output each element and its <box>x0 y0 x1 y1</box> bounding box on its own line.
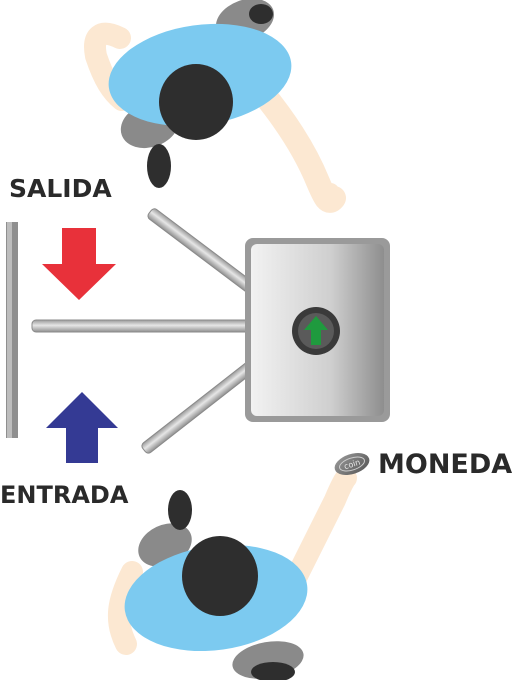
turnstile-arms <box>31 208 261 454</box>
exit-label: SALIDA <box>9 174 112 203</box>
arrow-up-icon <box>46 392 118 463</box>
coin-icon: coin <box>334 452 370 476</box>
turnstile-arm-lower <box>141 360 257 454</box>
person-top <box>84 0 346 213</box>
person-bottom <box>107 467 357 680</box>
coin-label: MONEDA <box>378 449 512 480</box>
arrow-down-icon <box>42 228 116 300</box>
arrow-up-icon <box>304 316 328 345</box>
turnstile-arm-middle <box>31 319 251 333</box>
direction-indicator <box>292 307 340 355</box>
entry-label: ENTRADA <box>0 481 129 509</box>
turnstile-arm-upper <box>147 208 261 297</box>
